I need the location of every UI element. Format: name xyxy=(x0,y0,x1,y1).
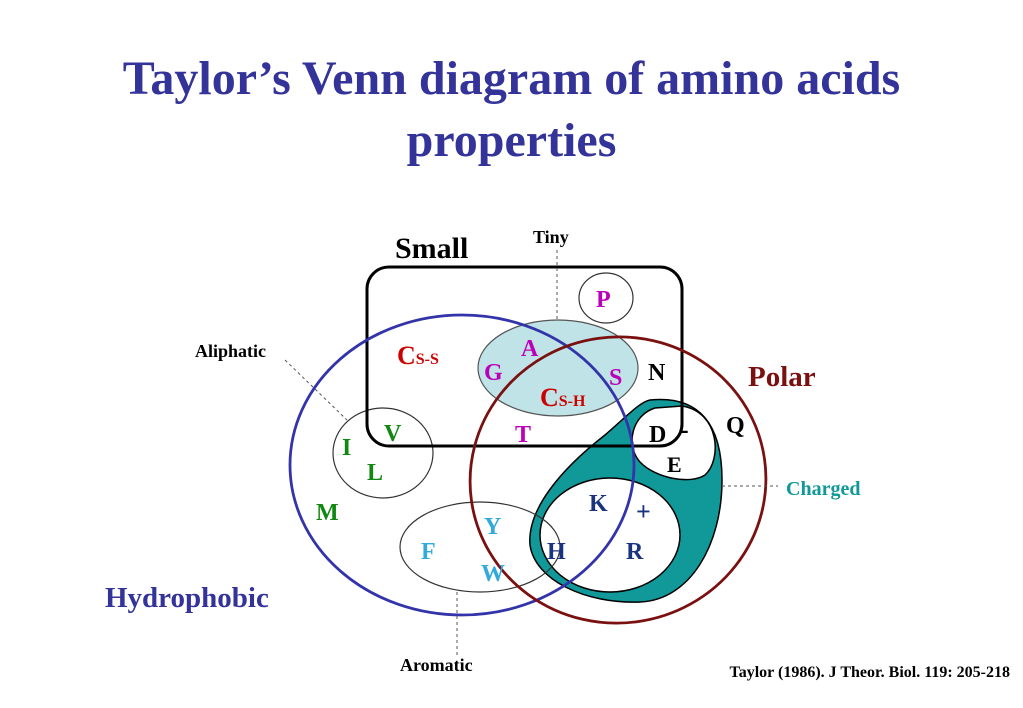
residue-serine: S xyxy=(609,365,622,391)
hydrophobic-set-label: Hydrophobic xyxy=(105,582,269,614)
aliphatic-set-label: Aliphatic xyxy=(195,341,266,361)
positive-charged-subset xyxy=(539,477,681,593)
cysteine-sh-main: C xyxy=(540,383,559,412)
hydrophobic-set-ellipse xyxy=(288,313,636,617)
residue-isoleucine: I xyxy=(342,435,351,461)
cystine-ss-sub: S-S xyxy=(416,351,439,368)
aromatic-set-label: Aromatic xyxy=(400,655,473,675)
polar-set-label: Polar xyxy=(748,361,816,393)
residue-valine: V xyxy=(384,421,402,447)
residue-cystine-ss: CS-S xyxy=(397,341,439,370)
residue-histidine: H xyxy=(547,539,566,565)
residue-arginine: R xyxy=(626,539,644,565)
aliphatic-leader-line xyxy=(284,359,348,421)
residue-asparagine: N xyxy=(648,360,666,386)
residue-glutamate: E xyxy=(667,452,682,477)
page-title: Taylor’s Venn diagram of amino acids pro… xyxy=(0,48,1023,172)
residue-methionine: M xyxy=(316,500,339,526)
small-set-label: Small xyxy=(395,232,468,265)
cystine-ss-main: C xyxy=(397,341,416,370)
charged-set-label: Charged xyxy=(786,478,860,500)
tiny-set-label: Tiny xyxy=(533,227,569,247)
cysteine-sh-sub: S-H xyxy=(559,393,586,410)
aromatic-set-ellipse xyxy=(399,501,561,593)
residue-lysine: K xyxy=(589,491,608,517)
residue-glutamine: Q xyxy=(726,413,745,439)
title-line-2: properties xyxy=(406,114,617,167)
tiny-set-ellipse xyxy=(477,319,639,417)
residue-glycine: G xyxy=(484,360,503,386)
aliphatic-set-ellipse xyxy=(332,407,434,499)
positive-charge-sign: + xyxy=(636,497,651,526)
residue-alanine: A xyxy=(521,336,539,362)
residue-phenylalanine: F xyxy=(421,539,436,565)
proline-circle xyxy=(578,272,634,324)
residue-tyrosine: Y xyxy=(484,514,501,540)
residue-aspartate: D xyxy=(649,422,666,448)
residue-tryptophan: W xyxy=(481,561,505,587)
residue-proline: P xyxy=(596,287,611,313)
title-line-1: Taylor’s Venn diagram of amino acids xyxy=(122,52,901,105)
residue-leucine: L xyxy=(367,460,383,486)
polar-set-ellipse xyxy=(468,335,768,625)
residue-threonine: T xyxy=(515,422,531,448)
small-set-rectangle xyxy=(365,265,684,448)
negative-charge-sign: - xyxy=(680,415,689,444)
residue-cysteine-sh: CS-H xyxy=(540,383,586,412)
citation: Taylor (1986). J Theor. Biol. 119: 205-2… xyxy=(729,664,1010,681)
